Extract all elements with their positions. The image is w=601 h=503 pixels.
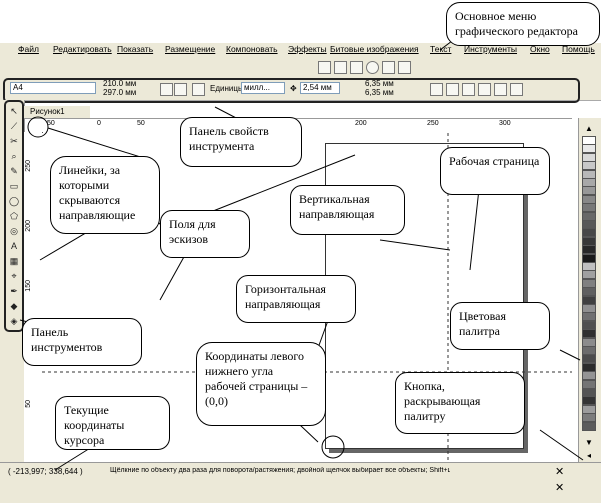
options-icon[interactable] xyxy=(494,83,507,96)
nudge-icon: ✥ xyxy=(290,84,297,93)
nudge-field[interactable]: 2,54 мм xyxy=(300,82,340,94)
rectangle-tool-icon[interactable]: ▭ xyxy=(9,181,19,191)
callout-work-page: Рабочая страница xyxy=(440,147,550,195)
shape-tool-icon[interactable]: ⟋ xyxy=(10,121,18,131)
palette-scroll-up-icon[interactable]: ▲ xyxy=(585,124,593,133)
duplicate-x-field[interactable]: 6,35 мм xyxy=(365,79,394,88)
menu-layout[interactable]: Компоновать xyxy=(226,44,278,54)
units-select[interactable]: милл... xyxy=(241,82,285,94)
toolbox-highlight xyxy=(4,100,24,332)
blend-tool-icon[interactable]: ▦ xyxy=(9,256,19,266)
ruler-h-label: 200 xyxy=(355,120,367,127)
snap-icon[interactable] xyxy=(446,83,459,96)
menu-edit[interactable]: Редактировать xyxy=(53,44,112,54)
menu-effects[interactable]: Эффекты xyxy=(288,44,327,54)
menu-window[interactable]: Окно xyxy=(530,44,550,54)
outline-tool-icon[interactable]: ✒ xyxy=(10,286,18,296)
spiral-tool-icon[interactable]: ◎ xyxy=(10,226,18,236)
fill-tool-icon[interactable]: ◆ xyxy=(10,301,18,311)
pause-icon[interactable] xyxy=(398,61,411,74)
property-bar: A4 210.0 мм 297.0 мм Единицы: милл... ✥ … xyxy=(0,78,601,101)
landscape-icon[interactable] xyxy=(174,83,187,96)
objects-icon[interactable] xyxy=(478,83,491,96)
duplicate-y-field[interactable]: 6,35 мм xyxy=(365,88,394,97)
callout-cursor-coords: Текущие координаты курсора xyxy=(55,396,170,450)
callout-color-palette: Цветовая палитра xyxy=(450,302,550,350)
ruler-h-label: 50 xyxy=(137,120,145,127)
menu-bitmaps[interactable]: Битовые изображения xyxy=(330,44,419,54)
palette-swatch[interactable] xyxy=(582,421,596,431)
text-tool-icon[interactable]: A xyxy=(10,241,17,251)
page-width-field[interactable]: 210.0 мм xyxy=(103,79,137,88)
page-settings-icon[interactable] xyxy=(192,83,205,96)
portrait-icon[interactable] xyxy=(160,83,173,96)
callout-rulers: Линейки, за которыми скрываются направля… xyxy=(50,156,160,234)
units-label: Единицы: xyxy=(210,84,246,93)
callout-palette-button: Кнопка, раскрывающая палитру xyxy=(395,372,525,434)
menu-arrange[interactable]: Размещение xyxy=(165,44,216,54)
palette-expand-icon[interactable]: ◂ xyxy=(586,451,591,460)
settings-icon[interactable] xyxy=(510,83,523,96)
menu-file[interactable]: Файл xyxy=(18,44,39,54)
property-bar-highlight xyxy=(3,78,580,103)
callout-property-panel: Панель свойств инструмента xyxy=(180,117,302,167)
stop-icon[interactable] xyxy=(382,61,395,74)
outline-none-icon[interactable]: ✕ xyxy=(555,482,565,494)
status-bar: ( -213,997; 338,644 ) Щёлкние по объекту… xyxy=(0,462,601,503)
pick-tool-icon[interactable]: ↖ xyxy=(10,106,18,116)
cursor-coordinates: ( -213,997; 338,644 ) xyxy=(8,467,83,476)
callout-horizontal-guide: Горизонтальная направляющая xyxy=(236,275,356,323)
record-icon[interactable] xyxy=(366,61,379,74)
callout-page-origin: Координаты левого нижнего угла рабочей с… xyxy=(196,342,326,426)
palette-scroll-down-icon[interactable]: ▼ xyxy=(585,438,593,447)
zoom-tool-icon[interactable]: ⌕ xyxy=(11,151,17,161)
ruler-h-label: 50 xyxy=(47,120,55,127)
ruler-h-label: 250 xyxy=(427,120,439,127)
standard-toolbar xyxy=(0,56,601,79)
fill-none-icon[interactable]: ✕ xyxy=(555,466,565,478)
page-height-field[interactable]: 297.0 мм xyxy=(103,88,137,97)
guides-icon[interactable] xyxy=(462,83,475,96)
status-hint: Щёлкние по объекту два раза для поворота… xyxy=(110,467,450,474)
menu-tools[interactable]: Инструменты xyxy=(464,44,518,54)
document-tab[interactable]: Рисунок1 xyxy=(24,106,90,118)
crop-tool-icon[interactable]: ✂ xyxy=(10,136,18,146)
ruler-h-label: 0 xyxy=(97,120,101,127)
callout-main-menu: Основное меню графического редактора xyxy=(446,2,600,46)
menu-view[interactable]: Показать xyxy=(117,44,154,54)
play-icon[interactable] xyxy=(318,61,331,74)
chart-icon[interactable] xyxy=(350,61,363,74)
interactive-fill-icon[interactable]: ◈ xyxy=(10,316,18,326)
callout-toolbox: Панель инструментов xyxy=(22,318,142,366)
callout-vertical-guide: Вертикальная направляющая xyxy=(290,185,405,235)
grid-icon[interactable] xyxy=(430,83,443,96)
ellipse-tool-icon[interactable]: ◯ xyxy=(8,196,20,206)
callout-sketch-fields: Поля для эскизов xyxy=(160,210,250,258)
menu-help[interactable]: Помощь xyxy=(562,44,595,54)
ruler-h-label: 300 xyxy=(499,120,511,127)
eyedropper-tool-icon[interactable]: ⌖ xyxy=(11,271,17,281)
freehand-tool-icon[interactable]: ✎ xyxy=(10,166,18,176)
polygon-tool-icon[interactable]: ⬠ xyxy=(10,211,18,221)
image-icon[interactable] xyxy=(334,61,347,74)
paper-size-select[interactable]: A4 xyxy=(10,82,96,94)
